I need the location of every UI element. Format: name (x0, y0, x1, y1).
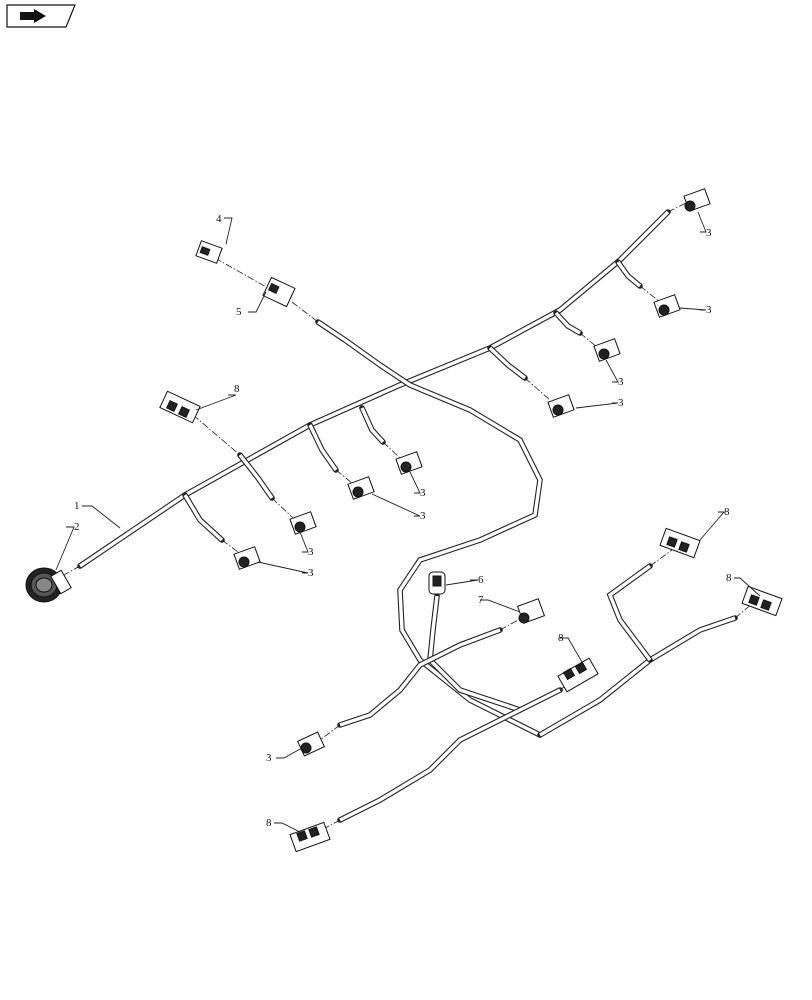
callout-connector-mid-a: 3 (618, 397, 624, 409)
leader-8-right-a (699, 511, 725, 541)
callout-connector-right-upper: 3 (706, 304, 712, 316)
leader-2 (55, 526, 75, 571)
assembly-line-8-wire (192, 414, 241, 456)
connector-right-upper[interactable] (653, 294, 681, 318)
round-connector[interactable] (25, 567, 72, 603)
callout-connector-mid-b: 3 (618, 376, 624, 388)
sensor-6[interactable] (428, 571, 446, 595)
leader-8-center (560, 637, 583, 663)
assembly-line-bottom (317, 819, 341, 833)
assembly-line-center-b (382, 441, 401, 459)
leader-3-center-a (371, 493, 421, 517)
leader-3-left-b (299, 531, 309, 553)
leader-3-top-right (697, 211, 707, 233)
wire-branch-mid-a (487, 345, 528, 381)
callout-harness-main: 1 (74, 500, 80, 512)
leader-3-center-b (409, 471, 421, 494)
wire-branch-center-b (359, 405, 386, 445)
conn8-right-a[interactable] (659, 527, 701, 559)
wire-branch-center-a (307, 422, 339, 473)
connector-center-a[interactable] (347, 476, 375, 500)
wire-branch-plug-5 (315, 319, 543, 738)
leader-8-upper-left (195, 394, 237, 411)
wire-branch-lower-right (537, 563, 738, 738)
leader-5 (248, 291, 267, 313)
callout-conn8-bottom: 8 (266, 817, 272, 829)
plug-top[interactable] (195, 240, 223, 264)
wire-branch-sensor-7 (337, 627, 503, 728)
assembly-line-top-right (667, 201, 689, 213)
leader-8-right-b (734, 577, 761, 597)
leader-3-left-a (257, 561, 309, 574)
wire-branch-left-a (182, 492, 225, 543)
plug-mate[interactable] (262, 276, 296, 308)
connector-mid-b[interactable] (593, 338, 621, 362)
leader-1 (82, 505, 121, 529)
assembly-line-right-upper (639, 285, 661, 303)
assembly-line-left-a (221, 539, 239, 553)
callout-connector-center-a: 3 (420, 510, 426, 522)
callout-plug-mate: 5 (236, 306, 242, 318)
connector-center-b[interactable] (395, 451, 423, 475)
callout-plug-top: 4 (216, 213, 222, 225)
leader-6 (445, 579, 479, 586)
callout-connector-center-b: 3 (420, 487, 426, 499)
sensor-7[interactable] (516, 598, 546, 624)
callout-conn8-center: 8 (558, 632, 564, 644)
connector-mid-a[interactable] (547, 394, 575, 418)
wire-branch-left-b (237, 452, 275, 501)
leader-3-mid-a (575, 402, 619, 409)
leader-3-bottom-left (276, 747, 303, 759)
conn8-right-b[interactable] (741, 585, 783, 617)
wire-branch-bottom (337, 687, 563, 823)
callout-connector-top-right: 3 (706, 227, 712, 239)
leader-3-right-upper (679, 307, 707, 311)
leader-8-bottom (274, 822, 301, 833)
callout-round-connector: 2 (74, 521, 80, 533)
assembly-line-left-b (271, 497, 294, 519)
assembly-line-mid-b (579, 332, 599, 349)
callout-sensor-6: 6 (478, 574, 484, 586)
conn8-bottom[interactable] (289, 821, 331, 853)
assembly-line-bottom-left (319, 724, 341, 741)
connector-left-b[interactable] (289, 511, 317, 535)
wire-branch-right-upper (615, 259, 643, 289)
callout-connector-bottom-left: 3 (266, 752, 272, 764)
assembly-line-round (61, 565, 81, 577)
assembly-line-5-wire (291, 301, 319, 323)
wire-main-trunk (77, 209, 671, 569)
callout-connector-left-b: 3 (308, 546, 314, 558)
connector-top-right[interactable] (683, 188, 711, 212)
leader-3-mid-b (605, 359, 619, 383)
forward-arrow-icon[interactable] (6, 4, 76, 28)
assembly-line-sensor-7 (499, 617, 523, 631)
assembly-line-8-right-a (649, 549, 673, 567)
assembly-line-center-a (335, 469, 353, 484)
callout-conn8-right-b: 8 (726, 572, 732, 584)
callout-connector-left-a: 3 (308, 567, 314, 579)
conn8-center[interactable] (557, 657, 599, 693)
connector-bottom-left[interactable] (296, 731, 326, 757)
assembly-line-mid-a (524, 377, 551, 401)
callout-conn8-right-a: 8 (724, 506, 730, 518)
wire-branch-mid-b (553, 310, 583, 336)
conn8-upper-left[interactable] (159, 390, 201, 424)
leader-7 (480, 599, 521, 613)
assembly-line-4-5 (214, 257, 269, 289)
connector-left-a[interactable] (233, 546, 261, 570)
callout-conn8-upper-left: 8 (234, 383, 240, 395)
leader-4 (224, 217, 233, 245)
callout-sensor-7: 7 (478, 594, 484, 606)
